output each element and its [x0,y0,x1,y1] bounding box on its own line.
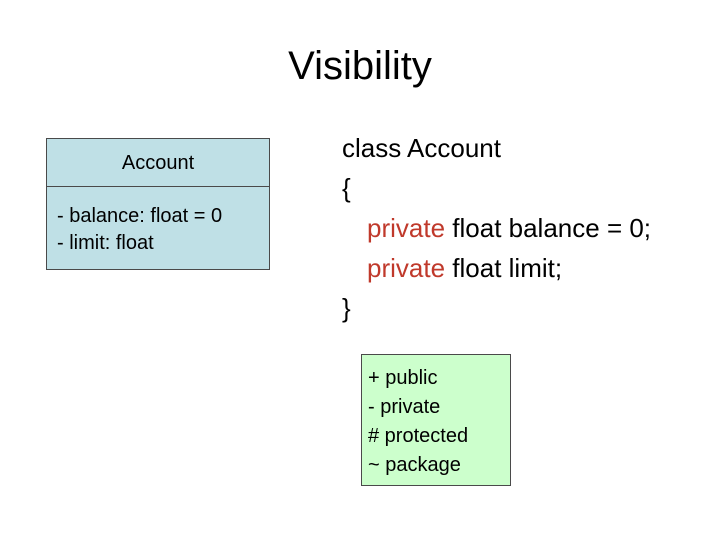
code-close-brace: } [342,293,351,323]
code-block: class Account { private float balance = … [342,128,651,328]
code-line-limit: private float limit; [342,248,651,288]
uml-attribute-list: - balance: float = 0 - limit: float [47,187,269,257]
code-text: float limit; [445,253,563,283]
legend-item-protected: # protected [368,425,469,447]
code-class-declaration: class Account [342,133,501,163]
code-text: float balance = 0; [445,213,652,243]
uml-class-name: Account [47,139,269,187]
uml-class-box: Account - balance: float = 0 - limit: fl… [46,138,270,270]
uml-attribute-balance: - balance: float = 0 [57,205,223,227]
code-keyword-private: private [367,213,446,243]
code-keyword-private: private [367,253,446,283]
code-line-balance: private float balance = 0; [342,208,651,248]
legend-item-package: ~ package [368,454,461,476]
code-open-brace: { [342,173,351,203]
slide-title: Visibility [288,44,432,88]
legend-item-private: - private [368,396,441,418]
visibility-legend-box: + public - private # protected ~ package [361,354,511,486]
uml-attribute-limit: - limit: float [57,232,154,254]
legend-item-public: + public [368,367,438,389]
